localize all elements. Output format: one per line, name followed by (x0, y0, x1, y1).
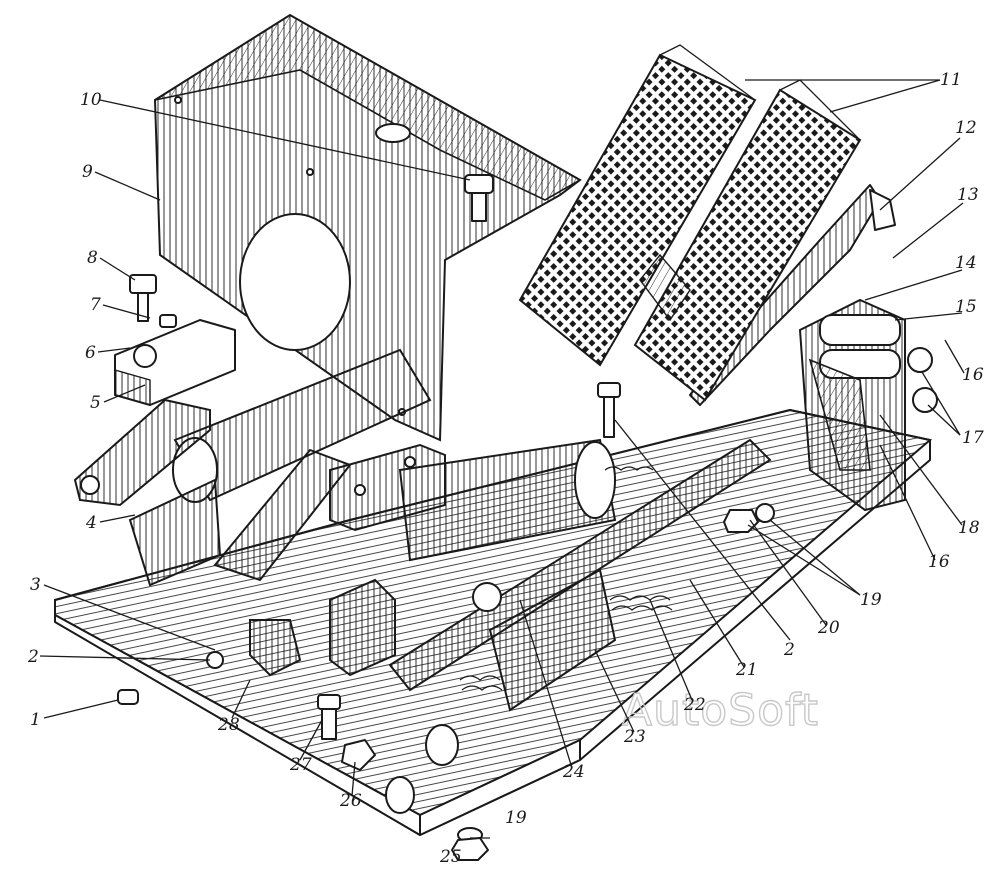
callout-17: 17 (962, 428, 984, 448)
callout-19b: 19 (505, 808, 527, 828)
callout-3: 3 (30, 575, 41, 595)
callout-4: 4 (85, 513, 97, 533)
callout-18: 18 (958, 518, 980, 538)
callout-26: 26 (339, 791, 362, 811)
housing-cover (153, 13, 582, 442)
fasteners (117, 174, 775, 861)
callout-24: 24 (562, 762, 585, 782)
callout-27: 27 (289, 755, 312, 775)
pedals (518, 44, 881, 407)
callout-5: 5 (90, 393, 101, 413)
callout-2: 2 (27, 647, 39, 667)
callout-15: 15 (955, 297, 977, 317)
callout-10: 10 (80, 90, 102, 110)
callout-21: 21 (735, 660, 758, 680)
callout-9: 9 (82, 162, 93, 182)
left-bearing-block (73, 319, 236, 587)
callout-16: 16 (962, 365, 984, 385)
callout-11: 11 (940, 70, 962, 90)
callout-1: 1 (30, 710, 41, 730)
right-bracket (798, 189, 938, 512)
callout-25: 25 (439, 847, 462, 867)
callout-8: 8 (87, 248, 98, 268)
pedal-shafts (172, 348, 617, 562)
return-springs (459, 466, 673, 691)
leader-lines (39, 79, 965, 839)
callout-23: 23 (623, 727, 646, 747)
callout-7: 7 (90, 295, 101, 315)
callout-12: 12 (955, 118, 977, 138)
watermark: AutoSoft (622, 685, 819, 736)
callout-28: 28 (217, 715, 240, 735)
callout-22: 22 (683, 695, 706, 715)
callout-labels: 1 2 2 3 4 5 6 7 8 9 10 11 12 13 14 15 16… (27, 70, 984, 867)
callout-13: 13 (957, 185, 979, 205)
callout-6: 6 (85, 343, 96, 363)
callout-20: 20 (817, 618, 840, 638)
callout-19: 19 (860, 590, 882, 610)
central-levers (213, 438, 772, 712)
callout-2b: 2 (783, 640, 795, 660)
callout-14: 14 (955, 253, 977, 273)
callout-16b: 16 (928, 552, 950, 572)
